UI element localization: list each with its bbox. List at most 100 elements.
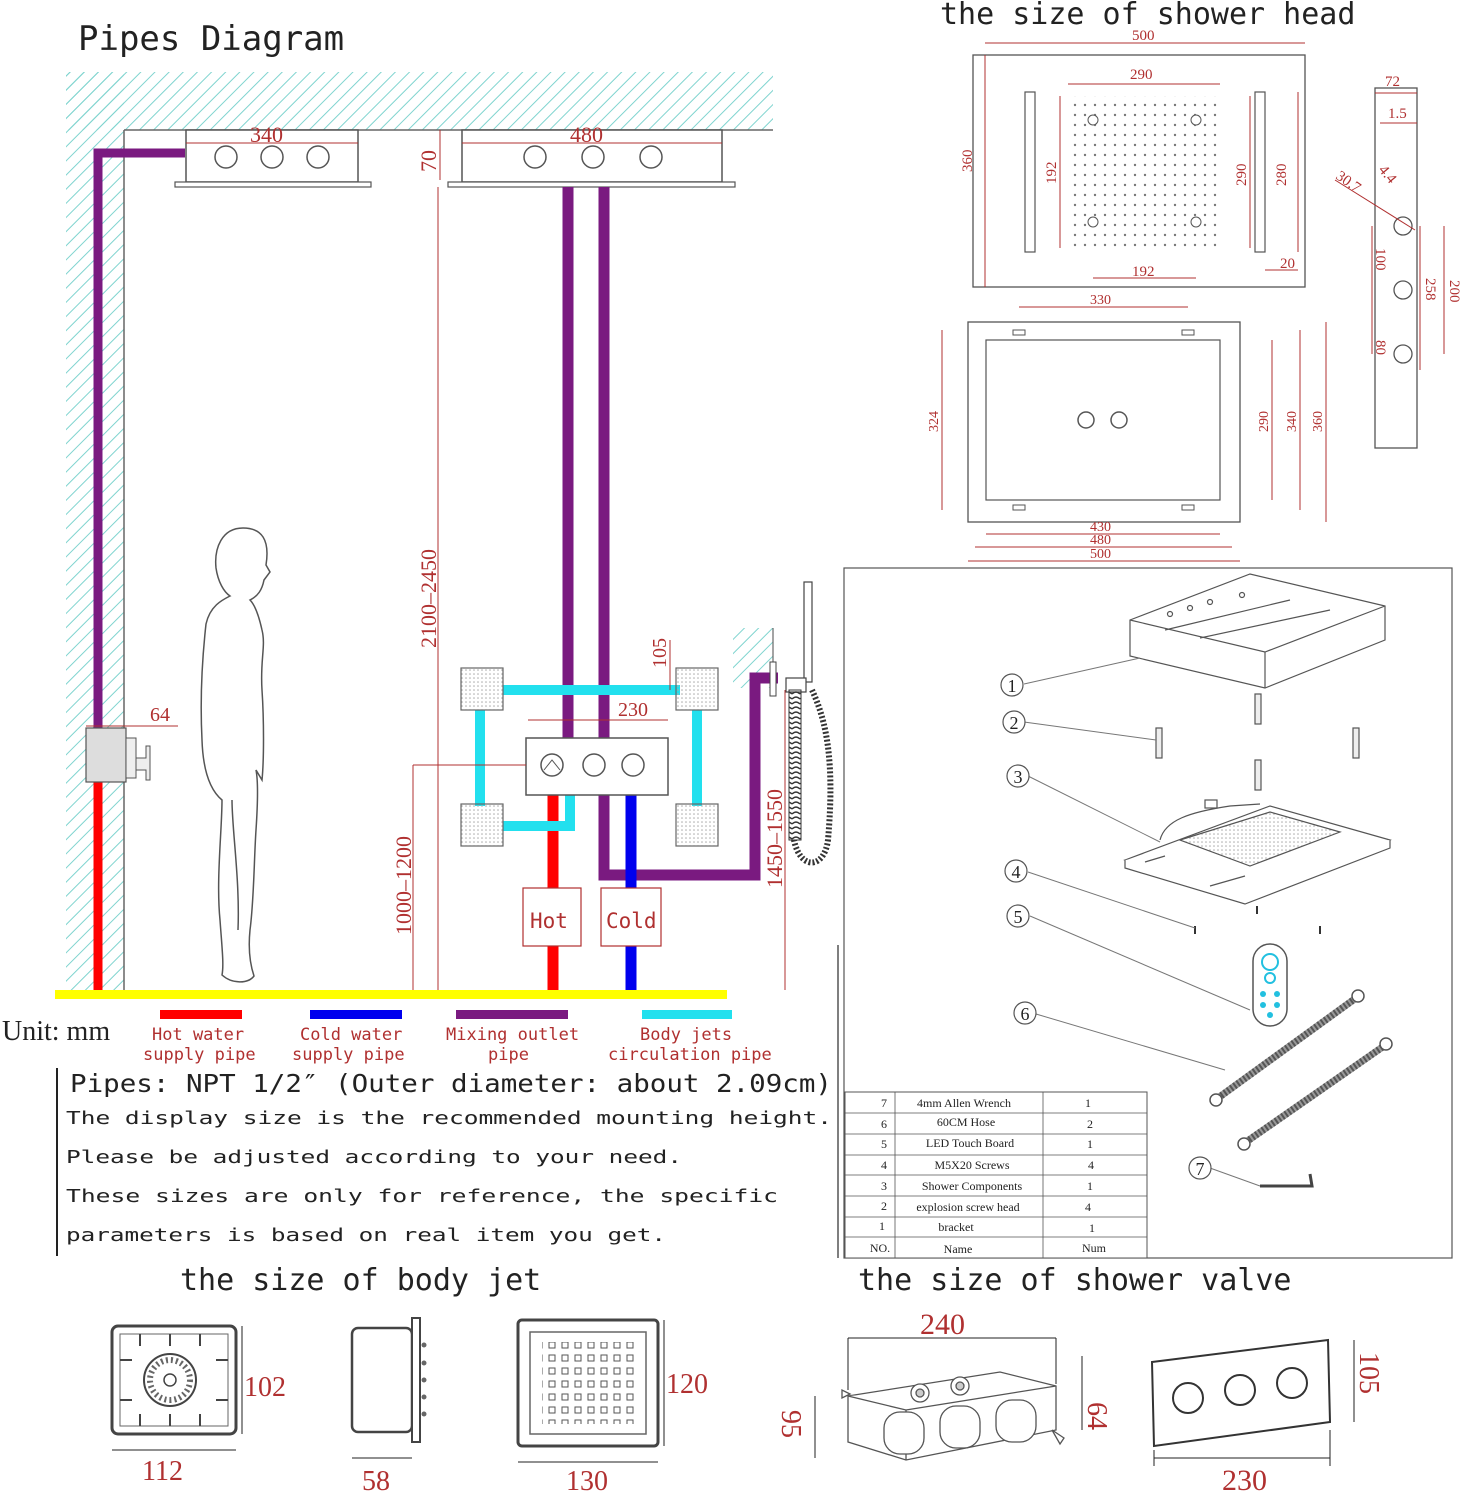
callout-1: 1 (1008, 676, 1017, 696)
hot-box (522, 887, 582, 947)
sh-side-80: 80 (1372, 340, 1388, 355)
part-bracket (1129, 573, 1386, 689)
valve-dim-95: 95 (775, 1410, 806, 1438)
legend-hot-1: Hot water (152, 1025, 244, 1045)
sh-b-290: 290 (1257, 411, 1272, 432)
legend-swatch-hot (160, 1010, 242, 1019)
table-row-5-no: 3 (881, 1179, 887, 1193)
sh-side-307: 30.7 (1333, 168, 1364, 196)
pipes-dimension-lines (86, 130, 786, 990)
table-row-7-no: 1 (879, 1219, 885, 1233)
cold-label: Cold (606, 909, 657, 933)
shower-head-title: the size of shower head (940, 0, 1355, 32)
part-explosion-screws (1155, 693, 1360, 791)
shower-valve-section: the size of shower valve 240 95 64 (775, 1263, 1384, 1497)
body-jets-wall (460, 667, 719, 847)
legend-cold-2: supply pipe (292, 1045, 405, 1065)
callout-numbers: 1 2 3 4 5 6 7 (1000, 673, 1212, 1180)
sh-side-100: 100 (1372, 248, 1388, 271)
valve-body-3d (841, 1371, 1065, 1461)
note-title: Pipes: NPT 1/2″ (Outer diameter: about 2… (70, 1069, 832, 1098)
sh-side-200: 200 (1446, 280, 1462, 303)
dim-230: 230 (618, 699, 648, 721)
jet-dim-112: 112 (142, 1456, 183, 1487)
dim-340: 340 (250, 122, 283, 147)
sh-b-360: 360 (1311, 411, 1326, 432)
sh-w20: 20 (1280, 256, 1295, 272)
left-wall-valve (85, 727, 151, 783)
table-row-7-num: 1 (1089, 1221, 1095, 1235)
callout-7: 7 (1196, 1159, 1205, 1179)
note-line-4: parameters is based on real item you get… (66, 1225, 666, 1246)
legend-cold-1: Cold water (300, 1025, 402, 1045)
dim-1450-1550: 1450–1550 (762, 789, 787, 888)
body-jet-section: the size of body jet 102 112 (110, 1263, 708, 1497)
table-row-3-num: 1 (1087, 1137, 1093, 1151)
jet-dim-58: 58 (362, 1466, 390, 1497)
table-row-1-num: 1 (1085, 1096, 1091, 1110)
table-row-1-no: 7 (881, 1096, 887, 1110)
legend-swatch-jets (642, 1010, 732, 1019)
dim-480: 480 (570, 122, 603, 147)
shower-head-section: the size of shower head 500 290 (927, 0, 1462, 562)
unit-label: Unit: mm (2, 1016, 110, 1047)
wall-valve (525, 737, 669, 796)
mix-pipe-left (93, 148, 185, 728)
table-row-5-num: 1 (1087, 1179, 1093, 1193)
legend-mix-2: pipe (488, 1045, 529, 1065)
dim-1000-1200: 1000–1200 (391, 836, 416, 935)
floor-line (55, 990, 727, 999)
ceiling-head-left (174, 129, 372, 188)
sh-side-72: 72 (1385, 74, 1400, 90)
sh-b-500: 500 (1090, 547, 1111, 562)
pipes-diagram: Pipes Diagram (2, 19, 834, 1256)
table-row-2-num: 2 (1087, 1117, 1093, 1131)
note-line-3: These sizes are only for reference, the … (66, 1186, 778, 1207)
dim-105: 105 (649, 638, 671, 668)
valve-trim-plate (1150, 1338, 1332, 1448)
valve-dim-105: 105 (1353, 1352, 1384, 1394)
note-line-2: Please be adjusted according to your nee… (66, 1147, 682, 1168)
dim-64: 64 (150, 704, 170, 726)
table-header-num: Num (1082, 1241, 1107, 1255)
mix-pipe-center-2 (598, 187, 778, 881)
legend-mix-1: Mixing outlet (446, 1025, 579, 1045)
table-row-2-name: 60CM Hose (937, 1115, 995, 1129)
table-row-4-no: 4 (881, 1158, 887, 1172)
part-shower-panel (1123, 799, 1392, 905)
table-row-3-no: 5 (881, 1137, 887, 1151)
callout-4: 4 (1012, 862, 1021, 882)
valve-dim-230: 230 (1222, 1464, 1267, 1497)
pipe-legend: Hot water supply pipe Cold water supply … (143, 1010, 772, 1065)
callout-leaders (1023, 657, 1261, 1187)
valve-dim-240: 240 (920, 1308, 965, 1341)
valve-title: the size of shower valve (858, 1263, 1291, 1298)
shower-head-bottom-view: 330 324 290 340 360 430 480 500 (927, 293, 1327, 562)
table-row-7-name: bracket (938, 1220, 974, 1234)
jet-dim-102: 102 (244, 1372, 286, 1403)
body-jet-front-view: 102 112 (110, 1324, 286, 1487)
table-row-4-name: M5X20 Screws (935, 1158, 1010, 1172)
hand-shower (769, 581, 834, 866)
callout-2: 2 (1010, 713, 1019, 733)
parts-panel: 1 2 3 4 5 6 7 (837, 567, 1453, 1259)
table-header-no: NO. (870, 1241, 890, 1255)
sh-b-330: 330 (1090, 293, 1111, 308)
jet-pipes (475, 685, 702, 831)
table-row-6-name: explosion screw head (916, 1200, 1019, 1214)
jet-dim-130: 130 (566, 1466, 608, 1497)
part-allen-wrench (1260, 1173, 1314, 1188)
parts-table: 7 4mm Allen Wrench 1 6 60CM Hose 2 5 LED… (844, 1091, 1148, 1259)
part-m5-screws (1194, 906, 1321, 934)
table-row-6-num: 4 (1085, 1200, 1091, 1214)
sh-side-15: 1.5 (1388, 106, 1407, 122)
cold-box (600, 887, 662, 947)
dim-2100-2450: 2100–2450 (416, 549, 441, 648)
body-jet-grid-view: 120 130 (516, 1318, 708, 1497)
body-jet-title: the size of body jet (180, 1263, 541, 1298)
sh-h360: 360 (960, 150, 976, 173)
table-row-2-no: 6 (881, 1117, 887, 1131)
sh-h290: 290 (1234, 164, 1250, 187)
